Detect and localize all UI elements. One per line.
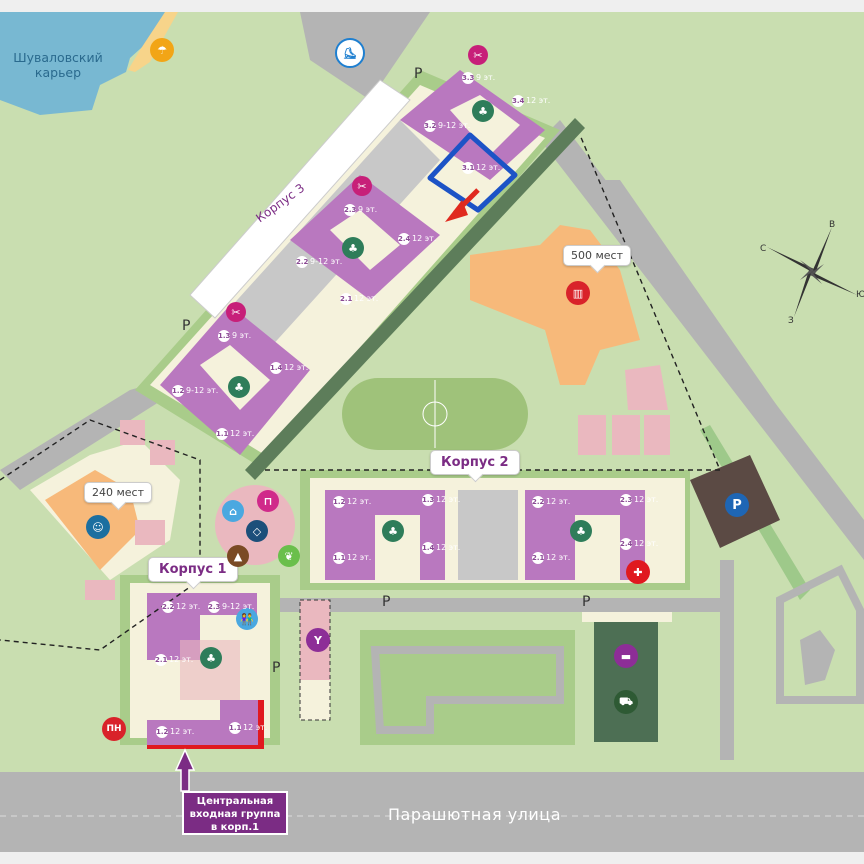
- parking-marker: P: [414, 66, 423, 82]
- school-capacity-callout: 500 мест: [563, 245, 632, 266]
- climbing-icon: ▲: [227, 545, 249, 567]
- courtyard-park-icon: ♣: [472, 100, 494, 122]
- entrance-note-line: в корп.1: [210, 822, 260, 833]
- kids-icon: 👫: [236, 608, 258, 630]
- compass-north: С: [760, 244, 767, 254]
- courtyard-park-icon: ♣: [200, 647, 222, 669]
- ice-skate-icon: ⛸: [335, 38, 365, 68]
- parking-marker: P: [382, 594, 391, 610]
- compass-rose: [767, 227, 857, 317]
- courtyard-park-icon: ♣: [342, 237, 364, 259]
- sports-complex: [594, 620, 658, 742]
- cart-icon: ⛟: [614, 690, 638, 714]
- courtyard-park-icon: ♣: [228, 376, 250, 398]
- lake: [0, 12, 165, 115]
- entrance-note-line: Центральная: [196, 796, 274, 807]
- korpus-2-callout[interactable]: Корпус 2: [430, 450, 520, 475]
- compass-east: В: [829, 220, 836, 230]
- courtyard-park-icon: ♣: [570, 520, 592, 542]
- skating-rink-area: [300, 12, 430, 100]
- pointer-arrow: [445, 200, 468, 222]
- gazebo-icon: ⊓: [257, 490, 279, 512]
- leaf-icon: ❦: [278, 545, 300, 567]
- child-icon: ☺: [86, 515, 110, 539]
- street-label: Парашютная улица: [388, 805, 561, 824]
- korpus-1-callout[interactable]: Корпус 1: [148, 557, 238, 582]
- beach-umbrella-icon: ☂: [150, 38, 174, 62]
- shoe-store-icon: ✂: [468, 45, 488, 65]
- shoe-store-icon: ✂: [352, 176, 372, 196]
- workout-icon: Y: [306, 628, 330, 652]
- shoe-store-icon: ✂: [226, 302, 246, 322]
- courtyard-park-icon: ♣: [382, 520, 404, 542]
- parking-marker: P: [582, 594, 591, 610]
- compass-west: З: [788, 316, 794, 326]
- pharmacy-icon: ПН: [102, 717, 126, 741]
- street: [0, 772, 864, 852]
- playground-icon: ⌂: [222, 500, 244, 522]
- selected-section-outline: [427, 132, 518, 213]
- first-aid-icon: ✚: [626, 560, 650, 584]
- central-entrance-note: Центральная входная группа в корп.1: [182, 791, 288, 835]
- entrance-note-line: входная группа: [189, 809, 281, 820]
- dumbbell-icon: ▬: [614, 644, 638, 668]
- parking-marker: P: [272, 660, 281, 676]
- workout-area-icon: ◇: [246, 520, 268, 542]
- book-icon: ▥: [566, 281, 590, 305]
- parking-marker: P: [182, 318, 191, 334]
- lake-label: Шуваловский карьер: [13, 50, 103, 80]
- compass-south: Ю: [856, 290, 864, 300]
- parking-icon: P: [725, 493, 749, 517]
- kindergarten-capacity-callout: 240 мест: [84, 482, 153, 503]
